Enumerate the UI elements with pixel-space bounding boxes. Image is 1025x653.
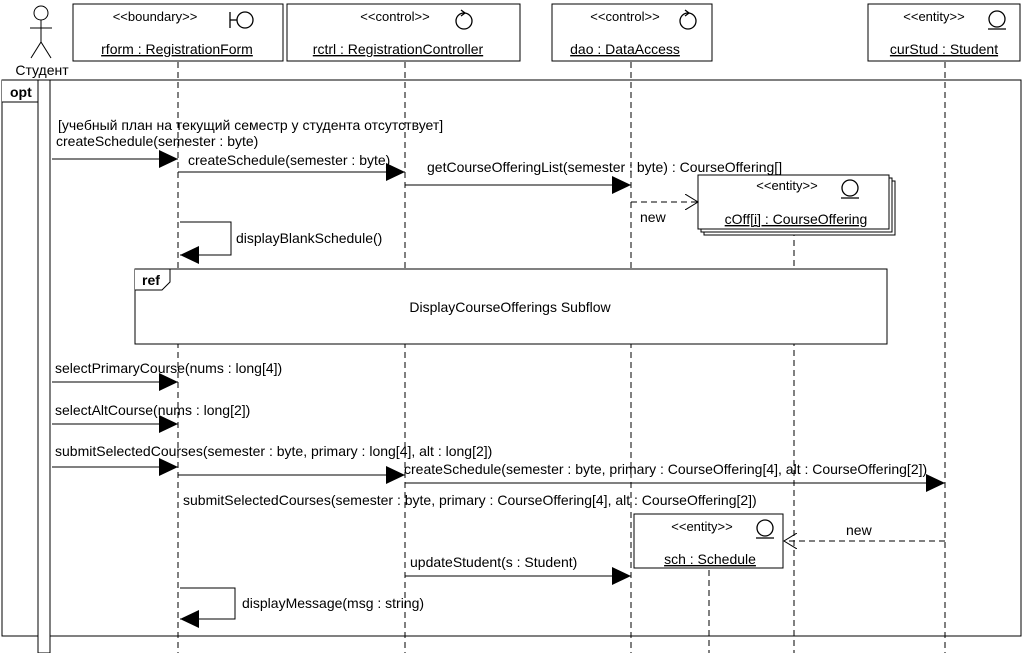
object-label: sch : Schedule <box>664 551 756 567</box>
message-labels: createSchedule(semester : byte) createSc… <box>55 133 927 611</box>
actor-student: Студент <box>15 5 69 78</box>
message-label: getCourseOfferingList(semester : byte) :… <box>427 159 782 175</box>
participant-rform: <<boundary>> rform : RegistrationForm <box>72 3 284 62</box>
fragment-operator: ref <box>142 272 160 288</box>
message-label: submitSelectedCourses(semester : byte, p… <box>183 492 757 508</box>
message-label: createSchedule(semester : byte, primary … <box>404 461 927 477</box>
self-message-arrow <box>180 587 236 628</box>
message-label: createSchedule(semester : byte) <box>188 152 390 168</box>
participant-label: rform : RegistrationForm <box>101 41 253 57</box>
control-icon <box>679 9 697 30</box>
participant-curstud: <<entity>> curStud : Student <box>867 3 1021 62</box>
self-message-arrow <box>180 221 232 264</box>
messages <box>52 150 945 628</box>
message-label: createSchedule(semester : byte) <box>56 133 258 149</box>
stereotype-label: <<entity>> <box>903 9 964 24</box>
entity-icon <box>988 10 1006 30</box>
participant-dao: <<control>> dao : DataAccess <box>551 3 713 62</box>
ref-fragment: ref DisplayCourseOfferings Subflow <box>134 268 888 345</box>
message-label: updateStudent(s : Student) <box>410 554 577 570</box>
fragment-operator: opt <box>10 84 32 100</box>
message-label: selectAltCourse(nums : long[2]) <box>55 402 250 418</box>
object-label: cOff[i] : CourseOffering <box>725 211 868 227</box>
entity-icon <box>756 519 774 539</box>
entity-icon <box>841 179 859 199</box>
control-icon <box>455 9 473 30</box>
stereotype-label: <<boundary>> <box>113 9 198 24</box>
opt-fragment: opt [учебный план на текущий семестр у с… <box>1 79 1022 637</box>
created-object-coff: <<entity>> cOff[i] : CourseOffering <box>697 174 896 236</box>
actor-icon <box>30 5 52 59</box>
message-label: new <box>640 209 667 225</box>
participant-label: curStud : Student <box>890 41 998 57</box>
participant-rctrl: <<control>> rctrl : RegistrationControll… <box>286 3 521 62</box>
fragment-guard: [учебный план на текущий семестр у студе… <box>58 117 443 133</box>
actor-activation-bar <box>37 79 51 653</box>
message-label: selectPrimaryCourse(nums : long[4]) <box>55 360 282 376</box>
participant-label: rctrl : RegistrationController <box>313 41 484 57</box>
message-label: new <box>846 522 873 538</box>
stereotype-label: <<entity>> <box>756 178 817 193</box>
stereotype-label: <<entity>> <box>671 519 732 534</box>
stereotype-label: <<control>> <box>360 9 429 24</box>
created-object-sch: <<entity>> sch : Schedule <box>633 513 784 569</box>
message-label: displayMessage(msg : string) <box>242 595 424 611</box>
message-label: submitSelectedCourses(semester : byte, p… <box>55 443 492 459</box>
participant-label: dao : DataAccess <box>570 41 680 57</box>
stereotype-label: <<control>> <box>590 9 659 24</box>
message-label: displayBlankSchedule() <box>236 230 382 246</box>
ref-text: DisplayCourseOfferings Subflow <box>409 299 611 315</box>
actor-name: Студент <box>15 62 69 78</box>
boundary-icon <box>229 11 254 29</box>
